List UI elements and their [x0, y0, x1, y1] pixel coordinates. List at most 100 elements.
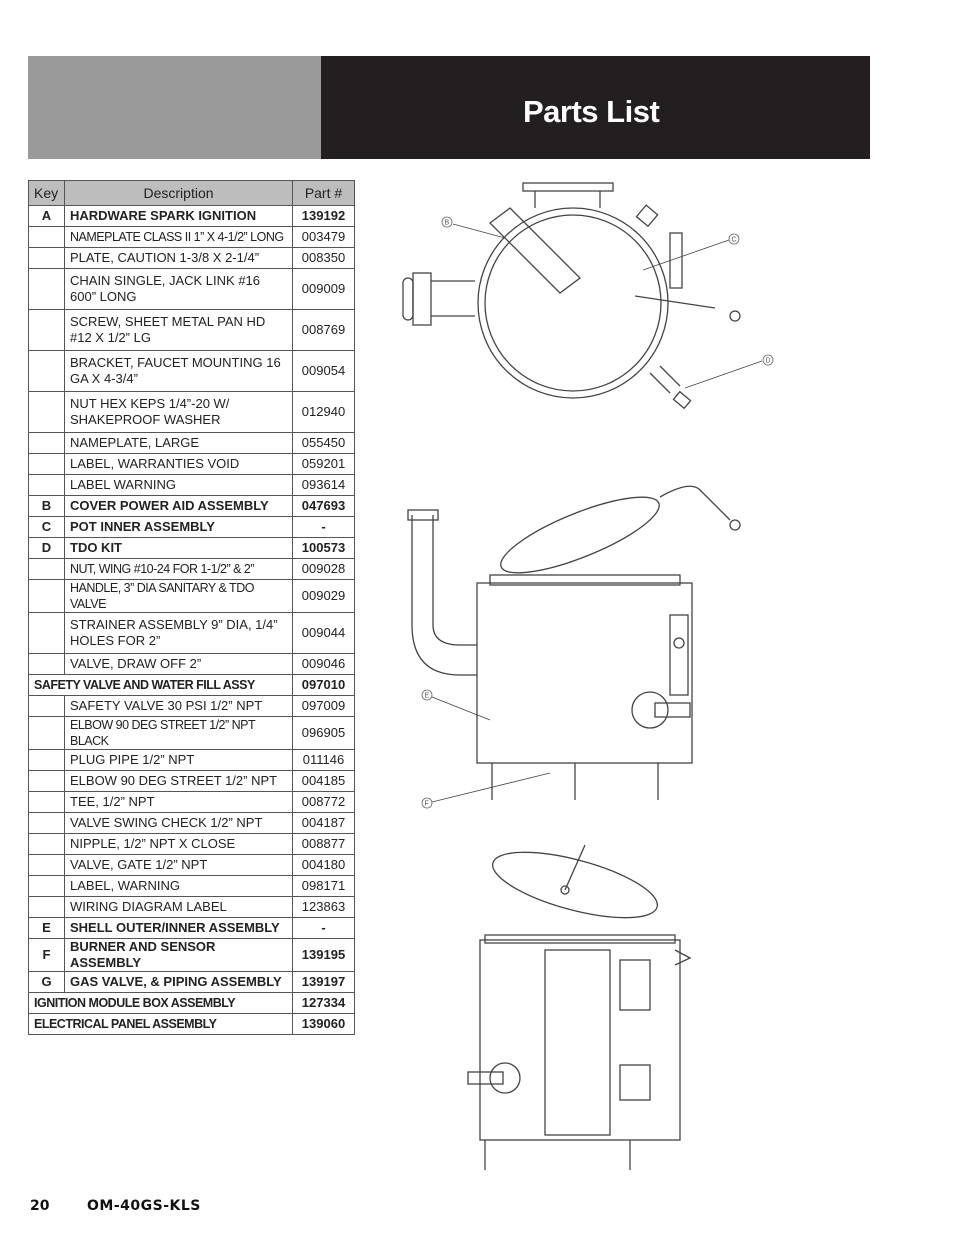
cell-key: C [28, 516, 65, 538]
cell-key: D [28, 537, 65, 559]
cell-part-number: 008769 [292, 309, 355, 351]
cell-key [28, 247, 65, 269]
cell-part-number: 139197 [292, 971, 355, 993]
cell-description: VALVE SWING CHECK 1/2” NPT [64, 812, 293, 834]
cell-description: NUT HEX KEPS 1/4”-20 W/ SHAKEPROOF WASHE… [64, 391, 293, 433]
cell-key [28, 309, 65, 351]
cell-description: BRACKET, FAUCET MOUNTING 16 GA X 4-3/4” [64, 350, 293, 392]
cell-key [28, 770, 65, 792]
cell-description: BURNER AND SENSOR ASSEMBLY [64, 938, 293, 972]
cell-description: LABEL, WARRANTIES VOID [64, 453, 293, 475]
cell-part-number: 096905 [292, 716, 355, 750]
cell-part-number: - [292, 516, 355, 538]
cell-part-number: 008772 [292, 791, 355, 813]
cell-description: HARDWARE SPARK IGNITION [64, 205, 293, 227]
cell-part-number: 127334 [292, 992, 355, 1014]
cell-part-number: 093614 [292, 474, 355, 496]
cell-description: TDO KIT [64, 537, 293, 559]
table-row: PLATE, CAUTION 1-3/8 X 2-1/4”008350 [28, 247, 355, 269]
cell-key [28, 558, 65, 580]
cell-description: LABEL, WARNING [64, 875, 293, 897]
cell-key: B [28, 495, 65, 517]
cell-key [28, 833, 65, 855]
callout-c-marker [728, 233, 740, 245]
kettle-rear-view-drawing [467, 844, 692, 1170]
cell-key: A [28, 205, 65, 227]
cell-key: F [28, 938, 65, 972]
page-number: 20 [30, 1198, 50, 1214]
cell-part-number: 008350 [292, 247, 355, 269]
cell-key [28, 579, 65, 613]
cell-part-number: 098171 [292, 875, 355, 897]
cell-part-number: 009029 [292, 579, 355, 613]
cell-part-number: 123863 [292, 896, 355, 918]
cell-key [28, 749, 65, 771]
header-gray-band [28, 56, 321, 159]
cell-part-number: 004187 [292, 812, 355, 834]
cell-part-number: 008877 [292, 833, 355, 855]
cell-key [28, 653, 65, 675]
table-row: NUT, WING #10-24 FOR 1-1/2” & 2”009028 [28, 558, 355, 580]
cell-description: VALVE, DRAW OFF 2” [64, 653, 293, 675]
cell-part-number: 009054 [292, 350, 355, 392]
cell-description: STRAINER ASSEMBLY 9” DIA, 1/4” HOLES FOR… [64, 612, 293, 654]
cell-key [28, 716, 65, 750]
cell-part-number: 047693 [292, 495, 355, 517]
cell-description: ELECTRICAL PANEL ASSEMBLY [28, 1013, 293, 1035]
cell-key [28, 896, 65, 918]
cell-description: SAFETY VALVE 30 PSI 1/2” NPT [64, 695, 293, 717]
cell-part-number: 139060 [292, 1013, 355, 1035]
cell-part-number: 139192 [292, 205, 355, 227]
model-number: OM-40GS-KLS [87, 1198, 201, 1214]
column-header-part: Part # [292, 180, 355, 206]
cell-description: PLATE, CAUTION 1-3/8 X 2-1/4” [64, 247, 293, 269]
cell-part-number: 055450 [292, 432, 355, 454]
cell-part-number: 004185 [292, 770, 355, 792]
callout-f-label: F [425, 801, 429, 808]
callout-c-label: C [732, 237, 737, 244]
cell-key: G [28, 971, 65, 993]
cell-description: CHAIN SINGLE, JACK LINK #16 600” LONG [64, 268, 293, 310]
cell-description: ELBOW 90 DEG STREET 1/2” NPT [64, 770, 293, 792]
cell-description: SAFETY VALVE AND WATER FILL ASSY [28, 674, 293, 696]
cell-part-number: 003479 [292, 226, 355, 248]
table-header-row: Key Description Part # [28, 180, 355, 206]
cell-description: SHELL OUTER/INNER ASSEMBLY [64, 917, 293, 939]
cell-part-number: 100573 [292, 537, 355, 559]
callout-f-marker [421, 797, 433, 809]
cell-key [28, 226, 65, 248]
cell-part-number: 097010 [292, 674, 355, 696]
callout-d-label: D [766, 358, 771, 365]
cell-description: TEE, 1/2” NPT [64, 791, 293, 813]
cell-key [28, 854, 65, 876]
table-row: STRAINER ASSEMBLY 9” DIA, 1/4” HOLES FOR… [28, 612, 355, 654]
table-row: BRACKET, FAUCET MOUNTING 16 GA X 4-3/4”0… [28, 350, 355, 392]
cell-part-number: 009046 [292, 653, 355, 675]
cell-part-number: 004180 [292, 854, 355, 876]
page-title: Parts List [523, 94, 660, 129]
callout-b-label: B [445, 220, 450, 227]
cell-key [28, 391, 65, 433]
cell-description: NUT, WING #10-24 FOR 1-1/2” & 2” [64, 558, 293, 580]
cell-key [28, 453, 65, 475]
